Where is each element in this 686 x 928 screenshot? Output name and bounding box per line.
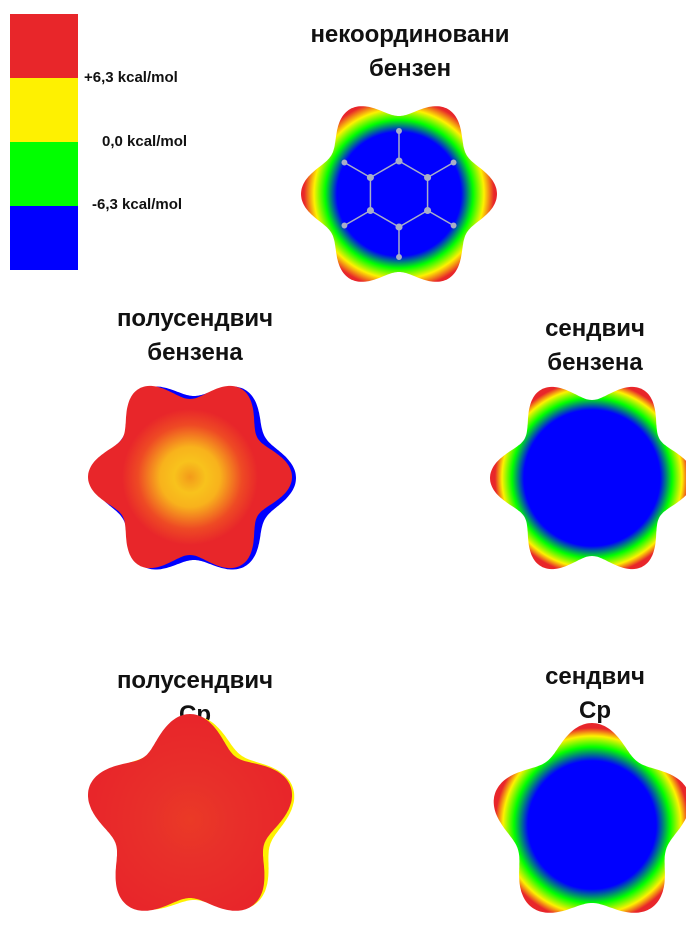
hydrogen-atom (450, 159, 457, 166)
potential-surface (88, 714, 292, 911)
title-line-1: сендвич (545, 663, 645, 690)
ch-bond (344, 161, 371, 179)
color-legend (10, 14, 78, 270)
title-uncoordinated-benzene: некоординовани бензен (270, 18, 550, 86)
cc-bond (398, 209, 428, 228)
title-sandwich-cp: сендвич Cp (510, 660, 680, 728)
legend-swatch-blue (10, 206, 78, 270)
potential-surface (88, 385, 292, 569)
title-line-2: бензена (547, 349, 643, 376)
potential-surface (490, 386, 686, 570)
legend-label-negative: -6,3 kcal/mol (92, 196, 183, 213)
cc-bond (370, 209, 400, 228)
legend-swatch-yellow (10, 78, 78, 142)
title-line-2: бензена (147, 339, 243, 366)
carbon-atom (424, 206, 432, 215)
hydrogen-atom (396, 128, 402, 134)
ch-bond (427, 161, 454, 179)
legend-label-zero: 0,0 kcal/mol (102, 133, 188, 150)
benzene-skeleton (341, 128, 457, 260)
title-line-1: полусендвич (116, 667, 274, 694)
carbon-atom (395, 157, 403, 165)
title-line-1: некоординовани (310, 21, 510, 48)
carbon-atom (395, 223, 403, 231)
cc-bond (370, 160, 400, 179)
cc-bond (398, 160, 428, 179)
title-line-2: Cp (579, 697, 611, 724)
carbon-atom (424, 173, 432, 182)
title-line-2: бензен (368, 55, 452, 82)
legend-swatch-red (10, 14, 78, 78)
hydrogen-atom (396, 254, 402, 260)
title-line-1: сендвич (545, 315, 645, 342)
hydrogen-atom (341, 159, 348, 166)
title-sandwich-benzene: сендвич бензена (510, 312, 680, 380)
hydrogen-atom (450, 222, 457, 229)
legend-swatch-green (10, 142, 78, 206)
ch-bond (427, 209, 454, 227)
potential-surface (493, 723, 686, 913)
title-line-1: полусендвич (116, 305, 274, 332)
hydrogen-atom (341, 222, 348, 229)
ch-bond (344, 209, 371, 227)
carbon-atom (366, 206, 374, 215)
carbon-atom (366, 173, 374, 182)
potential-surface (301, 106, 497, 282)
title-half-sandwich-benzene: полусендвич бензена (80, 302, 310, 370)
legend-label-positive: +6,3 kcal/mol (84, 69, 178, 86)
